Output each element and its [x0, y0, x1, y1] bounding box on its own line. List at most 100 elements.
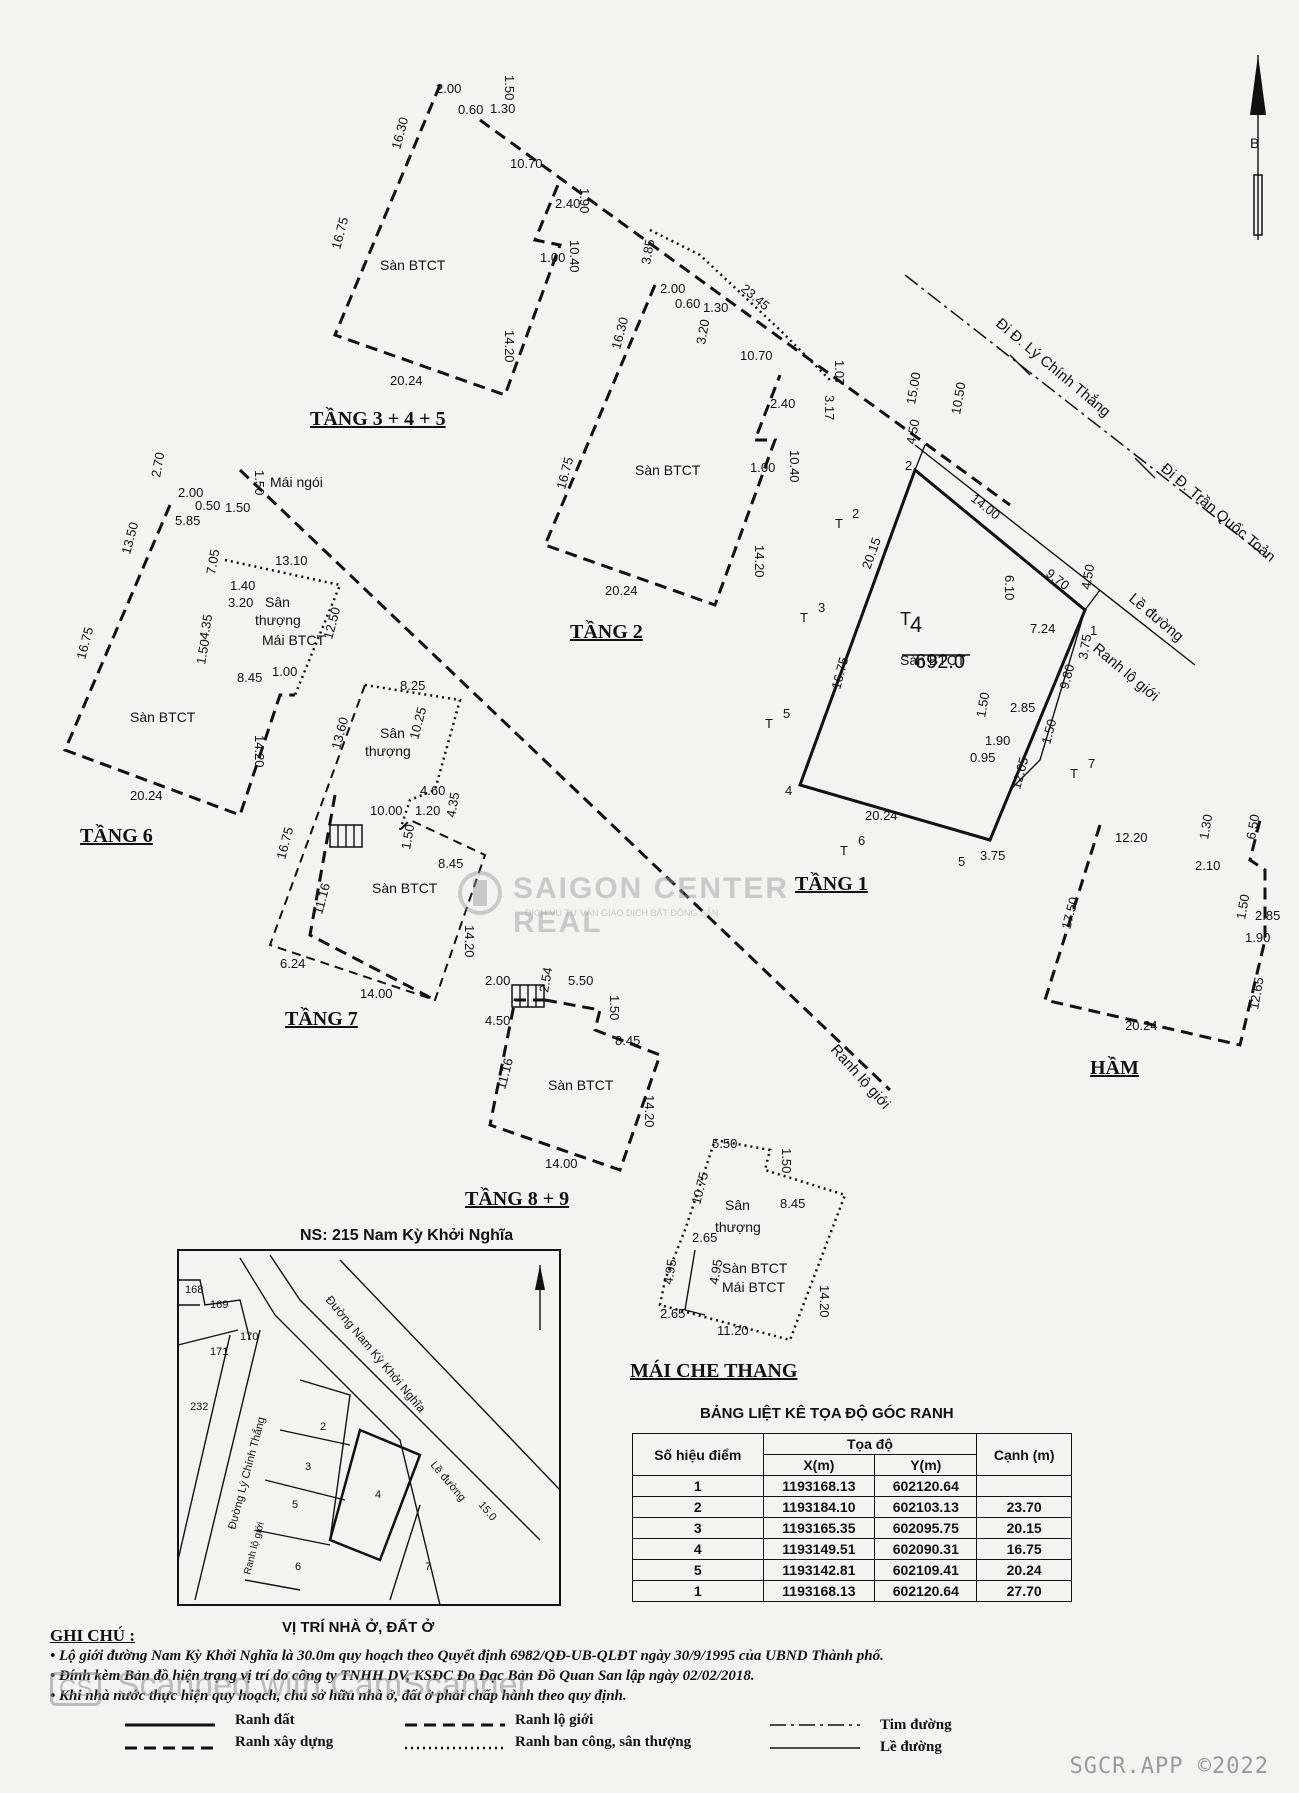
dim-label: 14.20	[817, 1285, 832, 1318]
neighbor-marker: 2	[852, 506, 859, 521]
floor-plan-t7: Sàn BTCT Sân thượng 8.25 13.60 10.25 4.6…	[268, 678, 487, 1030]
lot-boundary	[798, 467, 1087, 842]
dim-label: 2.70	[148, 451, 167, 479]
point-marker: 5	[958, 854, 965, 869]
floor-plan-t89: Sàn BTCT 2.00 4.50 2.54 5.50 1.50 8.45 1…	[465, 966, 662, 1210]
neighbor-marker: T	[1070, 766, 1078, 781]
col-edge: Cạnh (m)	[976, 1433, 1072, 1476]
dim-label: 2.85	[1010, 700, 1035, 715]
dim-label: 20.24	[1125, 1018, 1158, 1033]
parcel-label: 6	[295, 1561, 301, 1573]
street-label: Lề đường	[428, 1459, 468, 1504]
dim-label: 8.45	[780, 1196, 805, 1211]
floor-title: TẦNG 2	[570, 619, 643, 643]
dim-label: 2.00	[436, 81, 461, 96]
boundary-line-upper	[479, 118, 1011, 507]
room-label: thượng	[365, 743, 411, 759]
dim-label: 14.20	[462, 925, 477, 958]
dim-label: 7.05	[203, 548, 222, 576]
watermark-sub: DỊCH VỤ TƯ VẤN GIAO DỊCH BẤT ĐỘNG SẢN	[525, 908, 719, 918]
lot-marker: T	[900, 609, 911, 629]
dim-label: 3.85	[638, 238, 657, 266]
cell: 4	[632, 1538, 764, 1560]
floor-title: TẦNG 3 + 4 + 5	[310, 406, 446, 430]
col-y: Y(m)	[874, 1454, 978, 1476]
dim-label: 4.60	[420, 783, 445, 798]
dim-label: 4.50	[903, 418, 922, 446]
dim-label: 10.40	[787, 450, 802, 483]
dim-label: 14.20	[502, 330, 517, 363]
cell: 1193142.81	[762, 1559, 876, 1581]
lot-area: 692.0	[915, 651, 965, 673]
dim-label: 16.30	[388, 115, 411, 150]
dim-label: 10.70	[510, 156, 543, 171]
point-marker: 4	[785, 783, 792, 798]
neighbor-marker: 3	[818, 600, 825, 615]
dim-label: 11.16	[493, 1056, 516, 1090]
dim-label: 2.10	[1195, 858, 1220, 873]
neighbor-marker: 5	[783, 706, 790, 721]
cell: 1	[632, 1580, 764, 1602]
neighbor-marker: T	[765, 716, 773, 731]
dim-label: 10.00	[370, 803, 403, 818]
cell: 602103.13	[874, 1496, 978, 1518]
north-arrow-icon: B	[1250, 55, 1266, 240]
parcel-label: 7	[425, 1561, 431, 1573]
col-coord: Tọa độ	[762, 1433, 978, 1455]
dim-label: 8.45	[237, 670, 262, 685]
dim-label: 10.50	[948, 381, 968, 416]
dim-label: 2.85	[1255, 908, 1280, 923]
dim-label: 11.20	[717, 1323, 749, 1338]
dim-label: 4.95	[706, 1258, 725, 1286]
dim-label: 1.50	[607, 995, 622, 1020]
dim-label: 2.40	[770, 396, 795, 411]
room-label: Sàn BTCT	[635, 462, 701, 478]
dim-label: 3.17	[822, 395, 837, 420]
cell: 5	[632, 1559, 764, 1581]
dim-label: 14.20	[252, 735, 267, 768]
dim-label: 1.50	[225, 500, 250, 515]
room-label: Mái ngói	[270, 474, 323, 490]
col-point: Số hiệu điểm	[632, 1433, 764, 1476]
dim-label: 20.24	[390, 373, 423, 388]
parcel-label: 5	[292, 1499, 298, 1511]
street-label: 15.0	[476, 1499, 499, 1523]
location-map: NS: 215 Nam Kỳ Khởi Nghĩa 168 169 170 17…	[177, 1227, 561, 1636]
neighbor-marker: T	[835, 516, 843, 531]
dim-label: 2.65	[660, 1306, 685, 1321]
col-x: X(m)	[762, 1454, 876, 1476]
dim-label: 20.24	[865, 808, 898, 823]
dim-label: 5.85	[175, 513, 200, 528]
cell: 1193168.13	[762, 1580, 876, 1602]
point-marker: 1	[1090, 623, 1097, 638]
scanner-watermark: CS Scanned with CamScanner	[50, 1666, 529, 1706]
legend-le-duong: Lề đường	[880, 1739, 942, 1755]
parcel-label: 232	[190, 1401, 208, 1413]
dim-label: 4.50	[1078, 563, 1097, 591]
dim-label: 4.35	[196, 613, 215, 641]
dim-label: 2.40	[555, 196, 580, 211]
dim-label: 0.95	[970, 750, 995, 765]
parcel-label: 171	[210, 1346, 228, 1358]
dim-label: 14.20	[752, 545, 767, 578]
app-watermark: SGCR.APP ©2022	[1069, 1754, 1269, 1779]
dim-label: 20.24	[605, 583, 638, 598]
legend-tim-duong: Tim đường	[880, 1717, 952, 1733]
dim-label: 1.40	[230, 578, 255, 593]
dim-label: 11.16	[310, 881, 333, 915]
dim-label: 5.50	[712, 1136, 737, 1151]
cell: 1193165.35	[762, 1517, 876, 1539]
dim-label: 2.00	[660, 281, 685, 296]
dim-label: 2.54	[536, 966, 555, 994]
coordinate-table: Số hiệu điểm Tọa độ Cạnh (m) X(m) Y(m) 1…	[632, 1433, 1072, 1602]
dim-label: 4.95	[660, 1258, 679, 1286]
cell: 1193168.13	[762, 1475, 876, 1497]
legend-lines	[125, 1723, 860, 1750]
room-label: Sàn BTCT	[900, 652, 966, 668]
dim-label: 0.60	[458, 102, 483, 117]
dim-label: 2.00	[178, 485, 203, 500]
